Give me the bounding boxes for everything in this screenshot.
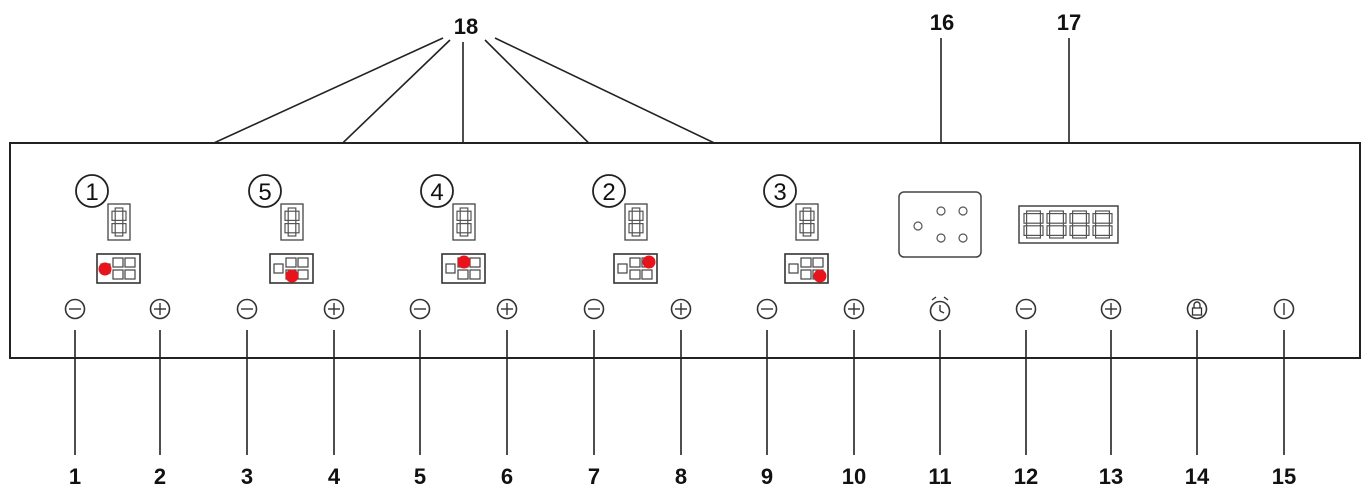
plus-icon	[670, 298, 692, 320]
lock-icon	[1186, 298, 1208, 320]
active-zone-indicator	[642, 255, 656, 269]
minus-icon	[409, 298, 431, 320]
plus-icon	[1100, 298, 1122, 320]
timer-icon	[929, 296, 951, 322]
zone-number: 1	[85, 179, 98, 206]
button-callout-number: 12	[1014, 464, 1038, 489]
callout-17: 17	[1057, 10, 1081, 35]
button-callout-number: 5	[414, 464, 426, 489]
zone-number: 2	[602, 179, 615, 206]
control-panel	[9, 142, 1361, 359]
zone-digit-display	[280, 203, 304, 241]
zone-number-circle: 4	[420, 174, 454, 208]
hob-layout-symbol	[898, 191, 982, 258]
plus-icon	[496, 298, 518, 320]
control-button-6[interactable]	[496, 298, 518, 320]
control-button-3[interactable]	[236, 298, 258, 320]
active-zone-indicator	[285, 269, 299, 283]
minus-icon	[236, 298, 258, 320]
timer-display	[1018, 205, 1119, 244]
button-callout-number: 1	[69, 464, 81, 489]
control-button-8[interactable]	[670, 298, 692, 320]
minus-icon	[756, 298, 778, 320]
control-button-13[interactable]	[1100, 298, 1122, 320]
button-callout-number: 3	[241, 464, 253, 489]
control-button-14[interactable]	[1186, 298, 1208, 320]
zone-group-2: 2	[592, 174, 658, 284]
timer-digit	[1023, 210, 1044, 239]
zone-number: 4	[430, 179, 443, 206]
zone-number: 5	[258, 179, 271, 206]
control-button-4[interactable]	[323, 298, 345, 320]
button-callout-number: 14	[1185, 464, 1210, 489]
active-zone-indicator	[813, 269, 827, 283]
zone-number-circle: 2	[592, 174, 626, 208]
control-button-5[interactable]	[409, 298, 431, 320]
callout-16: 16	[930, 10, 954, 35]
control-button-9[interactable]	[756, 298, 778, 320]
zone-group-3: 3	[763, 174, 829, 284]
zone-group-4: 4	[420, 174, 486, 284]
button-callout-number: 11	[928, 464, 951, 489]
button-callout-number: 4	[328, 464, 341, 489]
zone-number-circle: 3	[763, 174, 797, 208]
zone-position-map	[613, 253, 658, 284]
button-callout-number: 2	[154, 464, 166, 489]
active-zone-indicator	[98, 262, 112, 276]
power-icon	[1273, 298, 1295, 320]
timer-digit	[1069, 210, 1090, 239]
zone-group-1: 1	[75, 174, 141, 284]
zone-position-map	[96, 253, 141, 284]
zone-digit-display	[624, 203, 648, 241]
zone-digit-display	[452, 203, 476, 241]
control-button-1[interactable]	[64, 298, 86, 320]
control-button-12[interactable]	[1015, 298, 1037, 320]
button-callout-number: 15	[1272, 464, 1296, 489]
callout-18: 18	[454, 14, 478, 39]
button-callout-number: 6	[501, 464, 513, 489]
minus-icon	[583, 298, 605, 320]
button-callout-number: 8	[675, 464, 687, 489]
timer-digit	[1046, 210, 1067, 239]
control-button-11[interactable]	[929, 296, 951, 322]
zone-digit-display	[107, 203, 131, 241]
zone-position-map	[269, 253, 314, 284]
minus-icon	[64, 298, 86, 320]
control-button-10[interactable]	[843, 298, 865, 320]
button-callout-number: 13	[1099, 464, 1123, 489]
control-button-15[interactable]	[1273, 298, 1295, 320]
minus-icon	[1015, 298, 1037, 320]
zone-position-map	[441, 253, 486, 284]
zone-digit-display	[795, 203, 819, 241]
control-button-7[interactable]	[583, 298, 605, 320]
button-callout-number: 10	[842, 464, 866, 489]
zone-group-5: 5	[248, 174, 314, 284]
zone-number: 3	[773, 179, 786, 206]
button-callout-number: 9	[761, 464, 773, 489]
zone-number-circle: 1	[75, 174, 109, 208]
zone-number-circle: 5	[248, 174, 282, 208]
active-zone-indicator	[457, 255, 471, 269]
timer-digit	[1092, 210, 1113, 239]
zone-position-map	[784, 253, 829, 284]
button-callout-number: 7	[588, 464, 600, 489]
plus-icon	[843, 298, 865, 320]
plus-icon	[323, 298, 345, 320]
control-button-2[interactable]	[149, 298, 171, 320]
plus-icon	[149, 298, 171, 320]
